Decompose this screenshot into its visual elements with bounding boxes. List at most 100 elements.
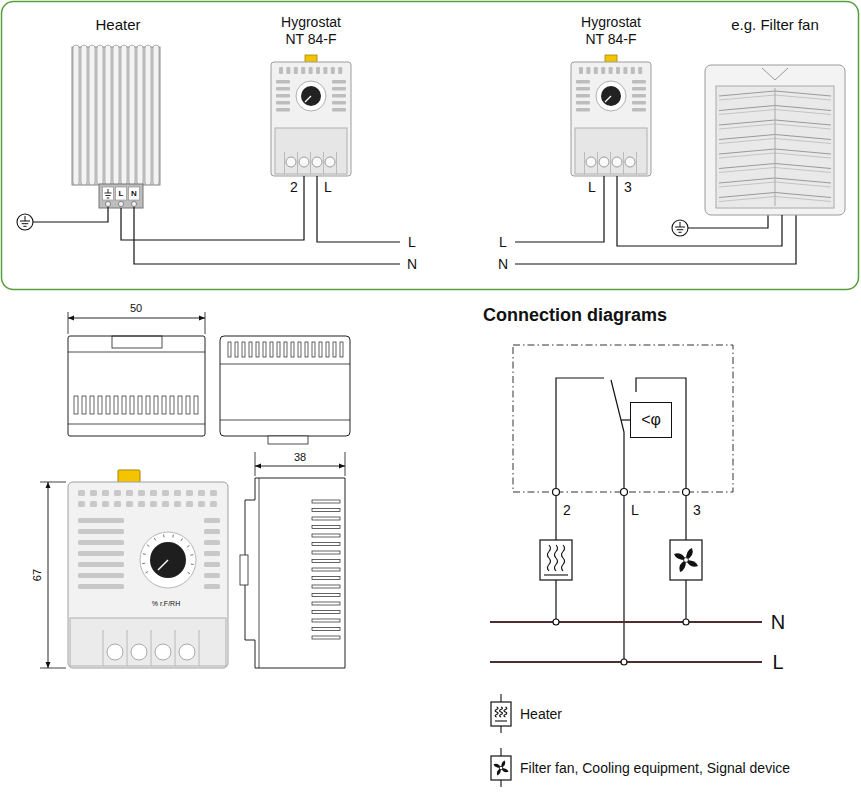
side-top-edge: [220, 364, 350, 365]
dial-tick: [191, 563, 194, 565]
scale-label: % r.F/RH: [152, 600, 180, 607]
vent-slot: [632, 101, 646, 105]
vent-slot: [277, 342, 280, 357]
vent-slot: [632, 87, 646, 91]
terminal-rib: [623, 152, 624, 174]
vent-slot: [312, 551, 340, 554]
vent-slot: [332, 80, 346, 84]
ground-glyph: [105, 193, 112, 194]
vent-slot: [301, 67, 305, 74]
vent-slot: [74, 396, 78, 414]
heat-wave: [555, 545, 558, 571]
terminal-screw: [107, 644, 123, 660]
vent-slot: [249, 342, 252, 357]
heat-wave: [504, 707, 507, 717]
hygrostat-front-body: [68, 482, 228, 668]
ground-line: [23, 226, 26, 227]
hygrostat-illustration: [271, 55, 351, 176]
top-view-edge: [68, 352, 205, 353]
vent-slot: [338, 67, 342, 74]
vent-slot: [90, 490, 97, 496]
terminal-screw: [131, 201, 136, 206]
extension-line: [255, 452, 256, 476]
dial-tick: [181, 538, 183, 540]
vent-slot: [312, 560, 340, 563]
heater-fin: [145, 45, 151, 185]
vent-slot: [312, 517, 340, 520]
ground-line: [680, 222, 681, 227]
vent-slot: [632, 108, 646, 112]
dimension-arrow: [68, 316, 74, 321]
fan-symbol: [670, 540, 702, 580]
heat-wave: [562, 545, 565, 571]
vent-slot: [279, 67, 283, 74]
fan-hub: [499, 766, 502, 769]
dimension-line: [255, 466, 345, 467]
heater-fin: [105, 45, 111, 185]
dial-tick: [163, 534, 165, 537]
vent-slot: [305, 342, 308, 357]
vent-slot: [312, 602, 340, 605]
vent-slot: [312, 568, 340, 571]
bus-label: L: [772, 652, 783, 672]
dimension-line: [48, 482, 49, 668]
extension-line: [40, 668, 66, 669]
terminal-rib: [336, 152, 337, 174]
vent-slot: [126, 490, 133, 496]
extension-line: [205, 312, 206, 334]
dial-pointer: [605, 96, 611, 102]
vent-slot: [198, 490, 205, 496]
dial-ring: [296, 81, 326, 111]
terminal-label: L: [324, 180, 332, 194]
terminal-panel: [575, 128, 647, 174]
side-top-edge: [220, 420, 350, 421]
junction-dot: [553, 619, 559, 625]
ground-line: [20, 221, 30, 222]
terminal-screw: [131, 644, 147, 660]
contact-line: [556, 378, 604, 489]
dimension-arrow: [339, 464, 345, 469]
vent-slot: [106, 396, 110, 414]
ground-circle: [17, 214, 33, 230]
vent-slot: [276, 80, 290, 84]
dial-knob: [601, 86, 621, 106]
vent-slot: [332, 94, 346, 98]
terminal-label: L: [588, 180, 596, 194]
ground-symbol: [17, 214, 33, 230]
dimension-label: 50: [130, 303, 142, 314]
label-holder: L: [408, 235, 416, 249]
hygrostat-body: [571, 62, 651, 176]
terminal-screw: [179, 644, 195, 660]
neutral-bus: [490, 621, 762, 623]
label-holder: L: [631, 503, 639, 517]
vent-slot: [178, 396, 182, 414]
heater-fin: [121, 45, 127, 185]
ground-line: [675, 227, 685, 228]
terminal-cell: [129, 187, 140, 200]
vent-slot: [78, 562, 124, 567]
dial-tick: [154, 538, 156, 541]
node-label: Heater: [95, 16, 140, 34]
heater-fin: [81, 45, 87, 185]
dial-tick: [147, 545, 149, 547]
symbol-stem: [500, 726, 501, 733]
vent-slot: [150, 501, 157, 507]
terminal-rib: [127, 630, 128, 666]
vent-slot: [154, 396, 158, 414]
vent-slot: [594, 67, 598, 74]
terminal-screw: [586, 157, 596, 167]
heater-symbol: [491, 702, 511, 726]
dimension-line: [68, 318, 205, 319]
label-holder: % r.F/RH: [152, 600, 180, 607]
vent-slot: [138, 396, 142, 414]
vent-slot: [194, 396, 198, 414]
terminal-rib: [323, 152, 324, 174]
terminal-screw: [312, 157, 322, 167]
extension-line: [345, 452, 346, 476]
terminal-rib: [175, 630, 176, 666]
wire-label: N: [498, 257, 508, 271]
hygrostat-body: [271, 62, 351, 176]
terminal-rib: [610, 152, 611, 174]
